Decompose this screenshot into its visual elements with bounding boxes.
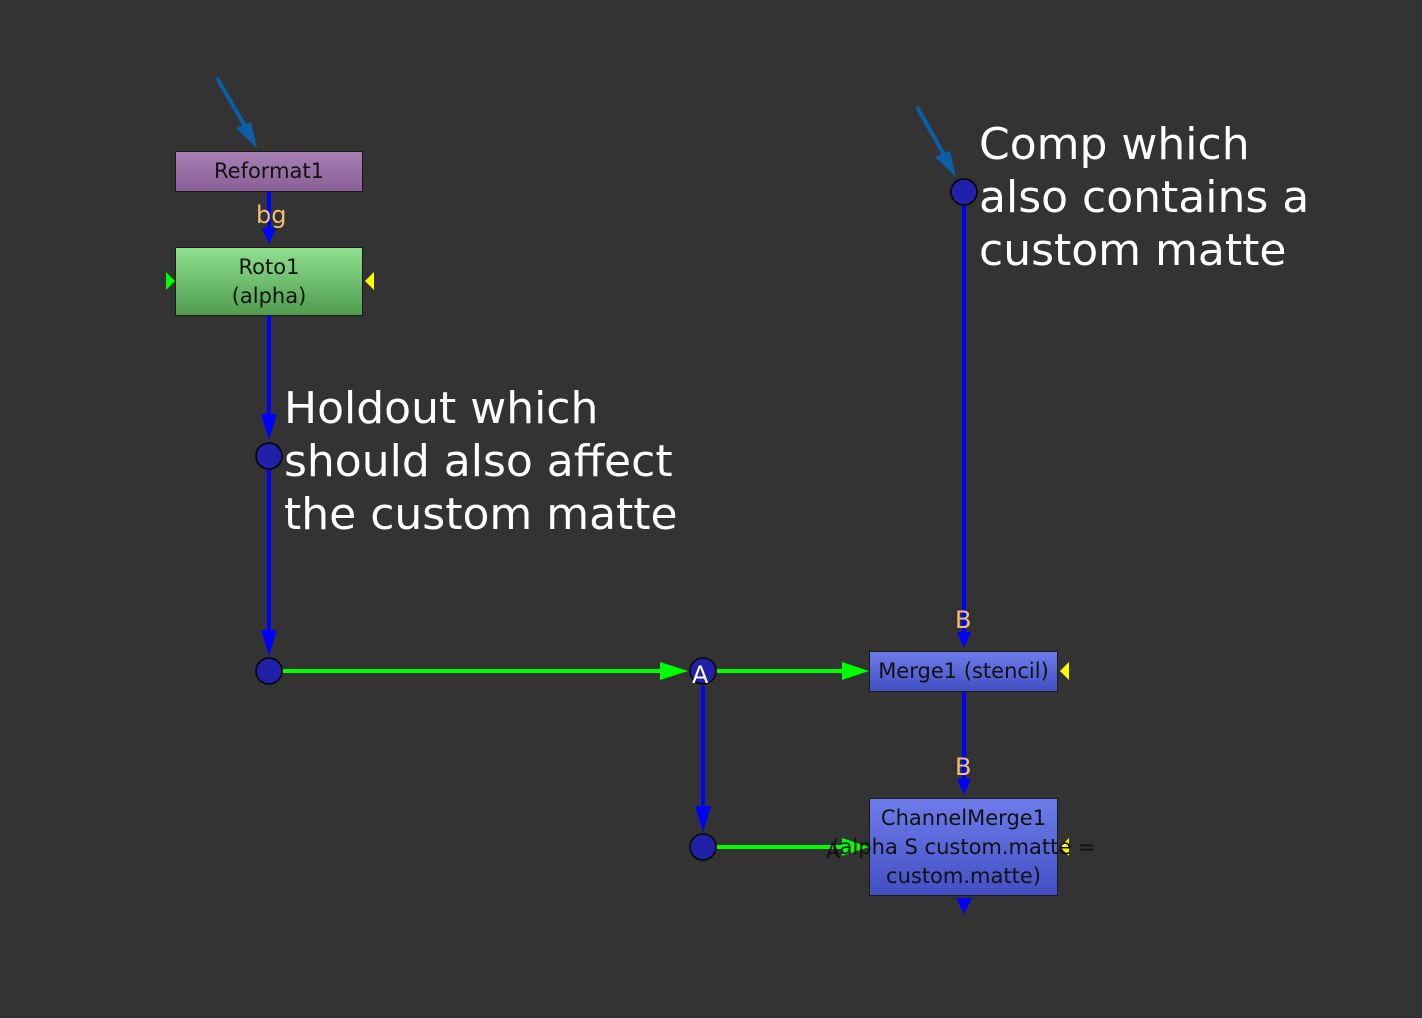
pipe-dot3-to-merge[interactable] (717, 662, 869, 680)
pipe-dot3-to-dot4[interactable] (695, 686, 711, 832)
pipe-roto-to-dot1[interactable] (261, 316, 277, 440)
channel-merge-label-1: ChannelMerge1 (880, 805, 1047, 830)
dot-node-lower[interactable] (689, 833, 717, 861)
annotation-arrow-reformat (215, 76, 257, 148)
comp-note[interactable]: Comp which also contains a custom matte (979, 118, 1309, 277)
annotation-arrow-comp (915, 106, 956, 177)
roto-node[interactable]: Roto1 (alpha) (175, 247, 363, 316)
pipe-merge-to-channelmerge[interactable] (957, 692, 971, 795)
dot-node-junction[interactable] (689, 657, 717, 685)
merge-mask-arrow[interactable] (1060, 662, 1069, 680)
channelmerge-mask-arrow[interactable] (1060, 838, 1069, 856)
output-pipe-channelmerge[interactable] (956, 898, 972, 914)
channel-merge-node[interactable]: ChannelMerge1 (alpha S custom.matte = cu… (831, 798, 1096, 896)
merge-b-input-label: B (955, 606, 972, 634)
dot-node-corner[interactable] (255, 657, 283, 685)
holdout-note-line-2: should also affect (284, 436, 673, 487)
reformat-node[interactable]: Reformat1 (175, 151, 363, 192)
roto-node-channel: (alpha) (231, 283, 307, 308)
pipe-dot2-to-dot3[interactable] (283, 662, 688, 680)
channel-merge-label-2: (alpha S custom.matte = (831, 834, 1096, 859)
channel-merge-b-input-label: B (955, 753, 972, 781)
pipe-dot4-to-channelmerge[interactable] (717, 838, 869, 856)
comp-note-line-3: custom matte (979, 225, 1287, 276)
roto-bg-input-label: bg (256, 201, 287, 229)
holdout-note-line-1: Holdout which (284, 383, 599, 434)
dot-node-comp[interactable] (950, 178, 978, 206)
pipe-reformat-to-roto[interactable] (262, 192, 276, 244)
merge-a-input-label: A (692, 661, 709, 689)
comp-note-line-1: Comp which (979, 119, 1250, 170)
roto-mask-arrow-right[interactable] (365, 272, 374, 290)
roto-input-arrow-left[interactable] (166, 272, 175, 290)
pipe-dot1-to-dot2[interactable] (261, 469, 277, 656)
channel-merge-label-3: custom.matte) (886, 863, 1041, 888)
reformat-node-label: Reformat1 (214, 159, 324, 183)
holdout-note-line-3: the custom matte (284, 489, 678, 540)
merge-node[interactable]: Merge1 (stencil) (869, 651, 1058, 692)
roto-node-label: Roto1 (238, 254, 300, 279)
pipe-comp-to-merge[interactable] (957, 205, 971, 648)
holdout-note[interactable]: Holdout which should also affect the cus… (284, 382, 678, 541)
merge-node-label: Merge1 (stencil) (878, 659, 1049, 683)
channel-merge-a-input-label: A (826, 839, 841, 863)
comp-note-line-2: also contains a (979, 172, 1310, 223)
dot-node-holdout[interactable] (255, 442, 283, 470)
